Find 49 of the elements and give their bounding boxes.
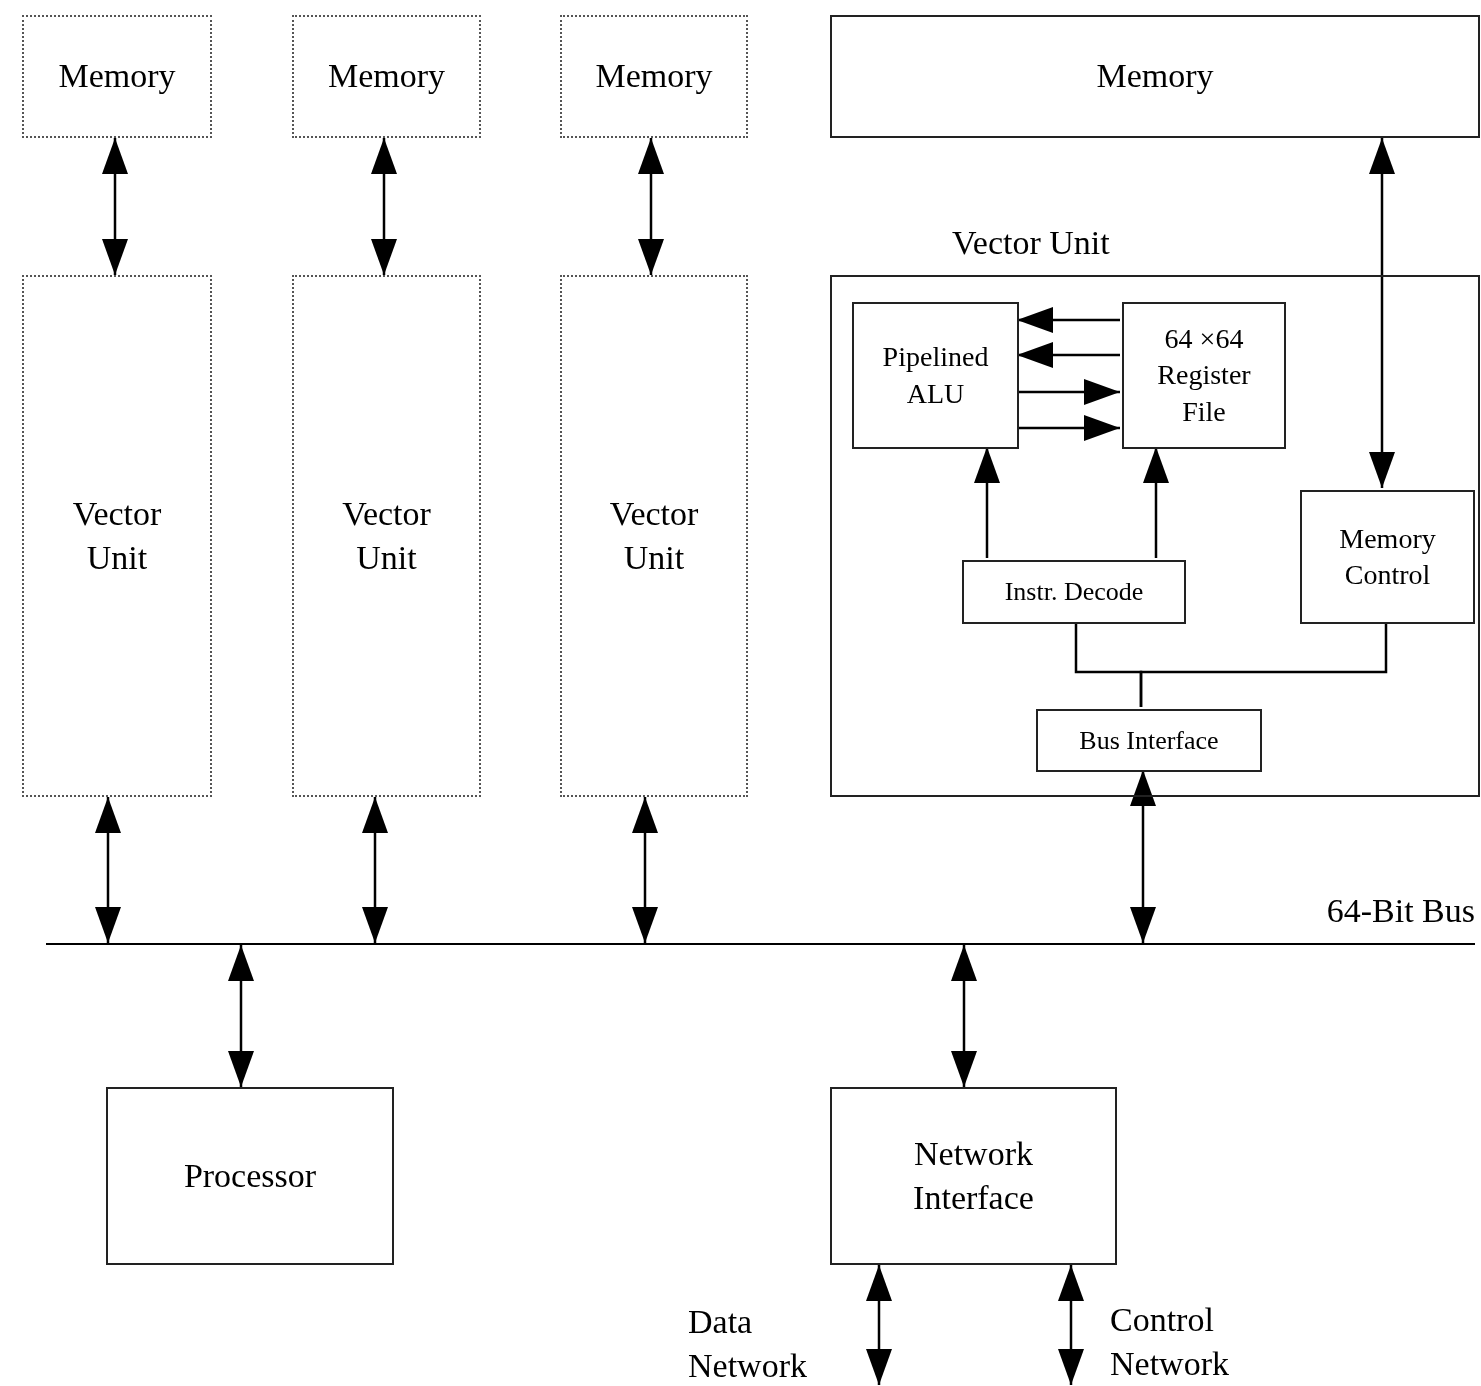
decode-box [962, 560, 1186, 624]
box-label: Network Interface [912, 1133, 1035, 1218]
connector-line [1139, 622, 1388, 707]
arrow [632, 797, 658, 943]
box-label: Memory [1096, 56, 1214, 97]
box-label: Pipelined ALU [881, 340, 990, 411]
vector-unit-box [22, 275, 212, 797]
arrow [1369, 138, 1395, 488]
arrow [1017, 379, 1120, 405]
arrow [1017, 415, 1120, 441]
register-file-box [1122, 302, 1286, 449]
vector-unit-box [560, 275, 748, 797]
box-label: Instr. Decode [1004, 576, 1144, 609]
memory-box [22, 15, 212, 138]
arrow [102, 138, 128, 275]
memory-box [830, 15, 1480, 138]
arrow [866, 1265, 892, 1385]
memory-control-box [1300, 490, 1475, 624]
box-label: Memory [58, 56, 176, 97]
box-heading: Vector Unit [952, 223, 1110, 263]
arrow [1130, 770, 1156, 943]
arrow [95, 797, 121, 943]
arrow [362, 797, 388, 943]
box-label: Memory Control [1338, 521, 1437, 592]
vector-unit-box [292, 275, 481, 797]
arrow [371, 138, 397, 275]
bus-interface-box [1036, 709, 1262, 772]
arrow [1017, 307, 1120, 333]
alu-box [852, 302, 1019, 449]
box-label: Bus Interface [1079, 724, 1219, 757]
network-interface-box [830, 1087, 1117, 1265]
memory-box [560, 15, 748, 138]
arrow [951, 945, 977, 1087]
arrow [1017, 342, 1120, 368]
box-label: Vector Unit [608, 493, 700, 578]
processor-box [106, 1087, 394, 1265]
box-label: Vector Unit [71, 493, 163, 578]
arrow [1058, 1265, 1084, 1385]
box-label: Memory [595, 56, 713, 97]
arrow [1143, 447, 1169, 558]
arrow [228, 945, 254, 1087]
box-label: Vector Unit [341, 493, 432, 578]
arrow [974, 447, 1000, 558]
box-label: 64 ×64 Register File [1156, 321, 1252, 429]
arrow [638, 138, 664, 275]
bus-label: 64-Bit Bus [1326, 891, 1475, 931]
memory-box [292, 15, 481, 138]
box-label: Processor [183, 1155, 317, 1196]
box-label: Memory [327, 56, 446, 97]
